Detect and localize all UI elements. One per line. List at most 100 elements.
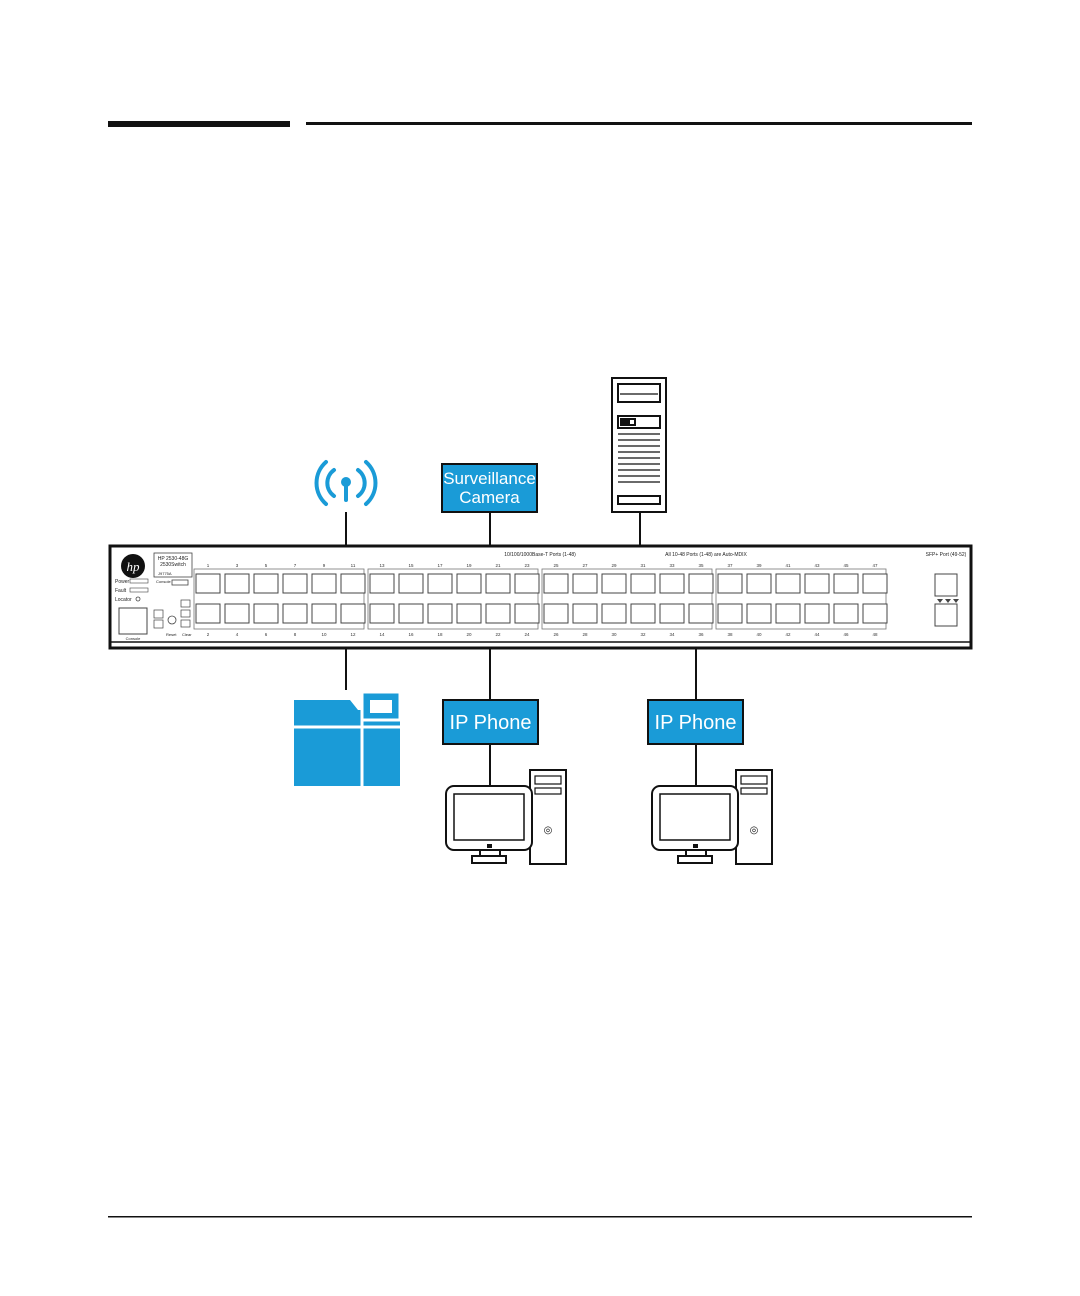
power-label: Power bbox=[115, 579, 130, 585]
rj45-port bbox=[340, 573, 366, 594]
switch-model-line2: 2530Switch bbox=[160, 562, 186, 568]
sfp-port bbox=[934, 603, 958, 627]
console-port bbox=[118, 607, 148, 635]
port-number: 3 bbox=[236, 563, 239, 568]
header-rule-thin bbox=[306, 122, 972, 125]
port-groups: 1234567891011121314151617181920212223242… bbox=[193, 563, 888, 637]
rj45-port bbox=[746, 573, 772, 594]
port-number: 19 bbox=[466, 563, 472, 568]
port-group-frame bbox=[193, 568, 365, 630]
rj45-port bbox=[775, 573, 801, 594]
port-number: 40 bbox=[756, 632, 762, 637]
port-number: 47 bbox=[872, 563, 878, 568]
rj45-port bbox=[717, 603, 743, 624]
port-number: 10 bbox=[321, 632, 327, 637]
rj45-port bbox=[282, 603, 308, 624]
rj45-port bbox=[195, 603, 221, 624]
port-number: 38 bbox=[727, 632, 733, 637]
ip-phone-box-1 bbox=[442, 699, 539, 745]
port-number: 43 bbox=[814, 563, 820, 568]
port-number: 17 bbox=[437, 563, 443, 568]
surveillance-camera-label-line2: Camera bbox=[459, 488, 520, 507]
rj45-port bbox=[253, 603, 279, 624]
rj45-port bbox=[253, 573, 279, 594]
fault-label: Fault bbox=[115, 588, 127, 594]
surveillance-camera-node: Surveillance Camera bbox=[441, 463, 538, 513]
port-number: 4 bbox=[236, 632, 239, 637]
rj45-port bbox=[195, 573, 221, 594]
rj45-port bbox=[659, 573, 685, 594]
switch-model-line3: J9775A bbox=[158, 571, 172, 576]
port-number: 39 bbox=[756, 563, 762, 568]
rj45-port bbox=[224, 603, 250, 624]
port-number: 13 bbox=[379, 563, 385, 568]
rj45-port bbox=[804, 603, 830, 624]
port-number: 44 bbox=[814, 632, 820, 637]
port-number: 25 bbox=[553, 563, 559, 568]
port-number: 7 bbox=[294, 563, 297, 568]
poe-title: All 10-48 Ports (1-48) are Auto-MDIX bbox=[665, 552, 747, 558]
port-number: 42 bbox=[785, 632, 791, 637]
svg-text:◎: ◎ bbox=[544, 825, 553, 836]
port-number: 35 bbox=[698, 563, 704, 568]
port-number: 18 bbox=[437, 632, 443, 637]
rj45-port bbox=[630, 603, 656, 624]
rj45-port bbox=[746, 603, 772, 624]
rj45-port bbox=[369, 603, 395, 624]
port-number: 14 bbox=[379, 632, 385, 637]
surveillance-camera-box bbox=[441, 463, 538, 513]
console-port-caption: Console bbox=[126, 636, 141, 641]
port-number: 34 bbox=[669, 632, 675, 637]
port-number: 29 bbox=[611, 563, 617, 568]
hp-logo-text: hp bbox=[127, 559, 141, 574]
rj45-port bbox=[630, 573, 656, 594]
port-group-frame bbox=[541, 568, 713, 630]
ip-phone-label-1: IP Phone bbox=[450, 712, 532, 734]
sfp-ports bbox=[934, 573, 959, 627]
rj45-port bbox=[833, 573, 859, 594]
locator-label: Locator bbox=[115, 597, 132, 603]
port-number: 31 bbox=[640, 563, 646, 568]
rj45-port bbox=[514, 603, 540, 624]
reset-label: Reset bbox=[166, 632, 177, 637]
port-number: 33 bbox=[669, 563, 675, 568]
rj45-port bbox=[311, 603, 337, 624]
port-number: 16 bbox=[408, 632, 414, 637]
port-number: 1 bbox=[207, 563, 210, 568]
desktop-computer-icon: ◎ bbox=[445, 769, 567, 865]
port-number: 45 bbox=[843, 563, 849, 568]
rj45-port bbox=[833, 603, 859, 624]
rj45-port bbox=[398, 573, 424, 594]
port-number: 36 bbox=[698, 632, 704, 637]
rj45-port bbox=[572, 573, 598, 594]
rj45-port bbox=[862, 573, 888, 594]
sfp-title: SFP+ Port (49-52) bbox=[926, 552, 967, 558]
port-number: 11 bbox=[351, 563, 356, 568]
rj45-port bbox=[601, 573, 627, 594]
port-number: 28 bbox=[582, 632, 588, 637]
network-switch: hp HP 2530-48G 2530Switch J9775A Console… bbox=[108, 544, 973, 650]
rj45-port bbox=[601, 603, 627, 624]
rj45-port bbox=[659, 603, 685, 624]
rj45-port bbox=[485, 603, 511, 624]
port-group-frame bbox=[715, 568, 887, 630]
ip-phone-node-1: IP Phone bbox=[442, 699, 539, 745]
rj45-port bbox=[862, 603, 888, 624]
port-number: 26 bbox=[553, 632, 559, 637]
sfp-port bbox=[934, 573, 958, 597]
rj45-port bbox=[543, 603, 569, 624]
rj45-port bbox=[688, 603, 714, 624]
rj45-port bbox=[369, 573, 395, 594]
rj45-port bbox=[543, 573, 569, 594]
port-number: 41 bbox=[785, 563, 791, 568]
console-label: Console bbox=[156, 579, 171, 584]
port-number: 20 bbox=[466, 632, 472, 637]
port-number: 5 bbox=[265, 563, 268, 568]
wireless-ap-icon bbox=[314, 460, 378, 506]
hp-logo-icon bbox=[121, 554, 145, 578]
port-number: 48 bbox=[872, 632, 878, 637]
server-tower-icon bbox=[611, 377, 667, 513]
port-number: 22 bbox=[495, 632, 501, 637]
ip-phone-label-2: IP Phone bbox=[655, 712, 737, 734]
